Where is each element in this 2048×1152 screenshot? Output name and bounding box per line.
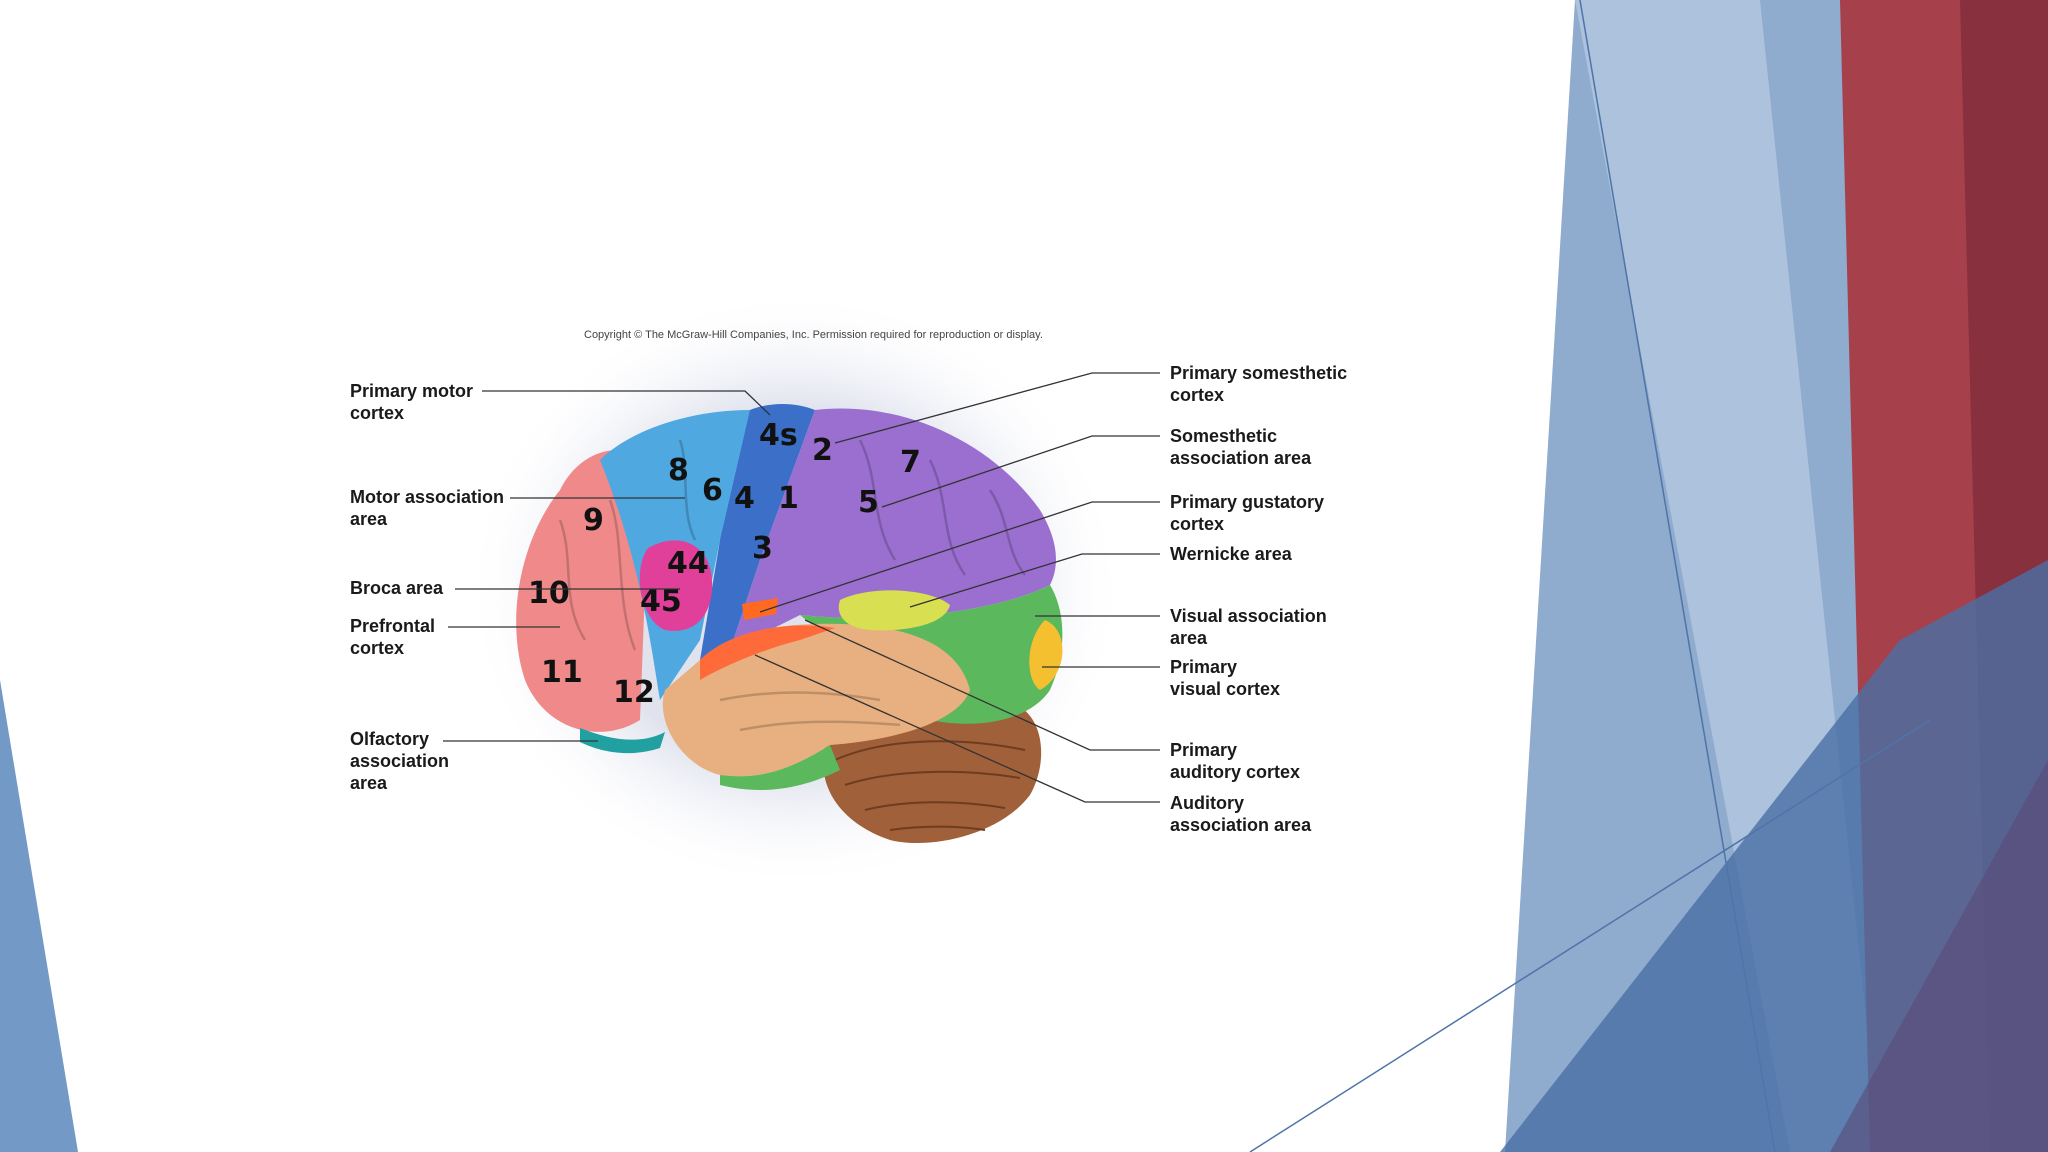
- label-primary-somesthetic-cortex: Primary somesthetic cortex: [1170, 363, 1348, 405]
- region-temporal-green: [720, 745, 840, 790]
- right-bottom-blue: [1500, 560, 2048, 1152]
- label-primary-gustatory-cortex: Primary gustatory cortex: [1170, 492, 1325, 534]
- left-edge-shape: [0, 680, 78, 1152]
- brodmann-8: 8: [668, 453, 689, 488]
- leader-primary-motor: [482, 390, 771, 416]
- brodmann-6: 6: [702, 473, 723, 508]
- gyri-lines: [558, 439, 1026, 732]
- leader-primary-gustatory: [759, 501, 1160, 613]
- brodmann-9: 9: [583, 503, 604, 538]
- leader-primary-auditory: [804, 619, 1160, 751]
- brodmann-2: 2: [812, 433, 833, 468]
- cerebellum-folds: [834, 740, 1026, 831]
- label-primary-visual-cortex: Primary visual cortex: [1170, 657, 1281, 699]
- region-wernicke: [838, 590, 950, 631]
- right-bottom-purple: [1830, 760, 2048, 1152]
- brodmann-4: 4: [734, 481, 755, 516]
- thin-line-2: [1249, 719, 1931, 1152]
- thin-line-1: [1579, 0, 1776, 1152]
- brodmann-7: 7: [900, 445, 921, 480]
- label-broca-area: Broca area: [350, 578, 444, 598]
- region-primary-visual: [1029, 620, 1063, 690]
- region-somesthetic: [730, 408, 1056, 650]
- region-olfactory: [580, 728, 665, 754]
- leader-wernicke: [909, 553, 1160, 608]
- label-motor-association-area: Motor association area: [350, 487, 505, 529]
- region-prefrontal: [516, 450, 650, 732]
- brodmann-12: 12: [613, 675, 655, 710]
- label-somesthetic-association-area: Somesthetic association area: [1170, 426, 1312, 468]
- region-primary-motor: [700, 404, 815, 660]
- brodmann-1: 1: [778, 481, 799, 516]
- brodmann-44: 44: [667, 546, 709, 581]
- brain-illustration: 4s 2 7 8 6 4 1 5 9 44 3 10 45 11 12: [465, 290, 1125, 890]
- leader-auditory-association: [754, 654, 1160, 803]
- leader-somesthetic-association: [881, 435, 1160, 508]
- label-wernicke-area: Wernicke area: [1170, 544, 1292, 564]
- label-auditory-association-area: Auditory association area: [1170, 793, 1312, 835]
- label-primary-motor-cortex: Primary motor cortex: [350, 381, 474, 423]
- region-broca: [639, 540, 713, 631]
- brodmann-5: 5: [858, 485, 879, 520]
- region-primary-auditory: [700, 625, 835, 680]
- region-gustatory: [742, 598, 778, 620]
- brodmann-11: 11: [541, 655, 583, 690]
- label-visual-association-area: Visual association area: [1170, 606, 1327, 648]
- leader-primary-somesthetic: [834, 372, 1160, 444]
- region-temporal: [662, 623, 970, 777]
- brodmann-4s: 4s: [759, 418, 798, 453]
- label-prefrontal-cortex: Prefrontal cortex: [350, 616, 436, 658]
- brodmann-10: 10: [528, 576, 570, 611]
- copyright-notice: Copyright © The McGraw-Hill Companies, I…: [584, 329, 1043, 341]
- brodmann-45: 45: [640, 584, 682, 619]
- label-primary-auditory-cortex: Primary auditory cortex: [1170, 740, 1301, 782]
- label-olfactory-association-area: Olfactory association area: [350, 729, 450, 793]
- brodmann-3: 3: [752, 531, 773, 566]
- leader-lines: [443, 372, 1160, 803]
